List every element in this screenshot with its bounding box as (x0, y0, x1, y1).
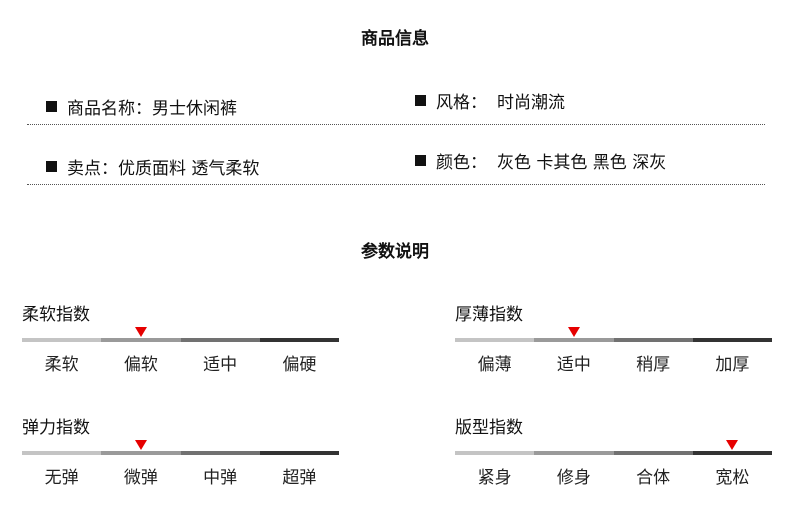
gauge-title: 柔软指数 (22, 305, 90, 325)
gauge-segment (692, 451, 772, 455)
gauge-segment (22, 451, 102, 455)
gauge-label: 偏软 (123, 355, 158, 375)
gauge-bar (22, 338, 339, 342)
gauge-label: 适中 (203, 355, 238, 375)
gauge-segment (180, 451, 260, 455)
gauge-label: 偏硬 (282, 355, 317, 375)
gauge-label: 修身 (556, 468, 591, 488)
gauge-labels: 偏薄 适中 稍厚 加厚 (455, 350, 772, 375)
divider-dotted (27, 124, 765, 125)
info-label: 颜色： (436, 153, 487, 173)
info-value: 灰色 卡其色 黑色 深灰 (497, 153, 667, 173)
gauge-segment (534, 451, 614, 455)
gauge-segment (22, 338, 102, 342)
gauge-label: 紧身 (477, 468, 512, 488)
gauge-bar (22, 451, 339, 455)
gauge-segment (101, 338, 181, 342)
gauge-label: 加厚 (715, 355, 750, 375)
square-bullet-icon (415, 95, 426, 106)
info-value: 优质面料 透气柔软 (118, 159, 260, 179)
square-bullet-icon (415, 155, 426, 166)
gauge-segment (180, 338, 260, 342)
gauge-labels: 无弹 微弹 中弹 超弹 (22, 463, 339, 488)
gauge-label: 微弹 (123, 468, 158, 488)
info-colors: 颜色： 灰色 卡其色 黑色 深灰 (415, 148, 666, 173)
gauge-title: 弹力指数 (22, 418, 90, 438)
info-label: 商品名称： (67, 99, 152, 119)
gauge-marker-icon (726, 440, 739, 450)
gauge-label: 宽松 (715, 468, 750, 488)
gauge-segment (101, 451, 181, 455)
gauge-title: 版型指数 (455, 418, 523, 438)
gauge-label: 柔软 (44, 355, 79, 375)
gauge-marker-icon (134, 440, 147, 450)
info-label: 卖点： (67, 159, 118, 179)
gauge-labels: 柔软 偏软 适中 偏硬 (22, 350, 339, 375)
info-selling-point: 卖点： 优质面料 透气柔软 (46, 154, 259, 179)
gauge-labels: 紧身 修身 合体 宽松 (455, 463, 772, 488)
square-bullet-icon (46, 101, 57, 112)
gauge-title: 厚薄指数 (455, 305, 523, 325)
gauge-bar (455, 451, 772, 455)
square-bullet-icon (46, 161, 57, 172)
gauge-label: 中弹 (203, 468, 238, 488)
info-style: 风格： 时尚潮流 (415, 88, 565, 113)
gauge-segment (613, 338, 693, 342)
info-value: 时尚潮流 (497, 93, 565, 113)
info-product-name: 商品名称： 男士休闲裤 (46, 94, 237, 119)
info-label: 风格： (436, 93, 487, 113)
gauge-label: 无弹 (44, 468, 79, 488)
gauge-label: 偏薄 (477, 355, 512, 375)
gauge-segment (455, 451, 535, 455)
gauge-segment (613, 451, 693, 455)
gauge-label: 适中 (556, 355, 591, 375)
gauge-marker-icon (134, 327, 147, 337)
product-info-title: 商品信息 (361, 29, 429, 49)
gauge-marker-icon (567, 327, 580, 337)
divider-dotted (27, 184, 765, 185)
params-title: 参数说明 (361, 242, 429, 262)
gauge-label: 稍厚 (636, 355, 671, 375)
gauge-bar (455, 338, 772, 342)
gauge-label: 合体 (636, 468, 671, 488)
gauge-segment (455, 338, 535, 342)
gauge-label: 超弹 (282, 468, 317, 488)
info-value: 男士休闲裤 (152, 99, 237, 119)
gauge-segment (259, 338, 339, 342)
gauge-segment (259, 451, 339, 455)
gauge-segment (692, 338, 772, 342)
gauge-segment (534, 338, 614, 342)
